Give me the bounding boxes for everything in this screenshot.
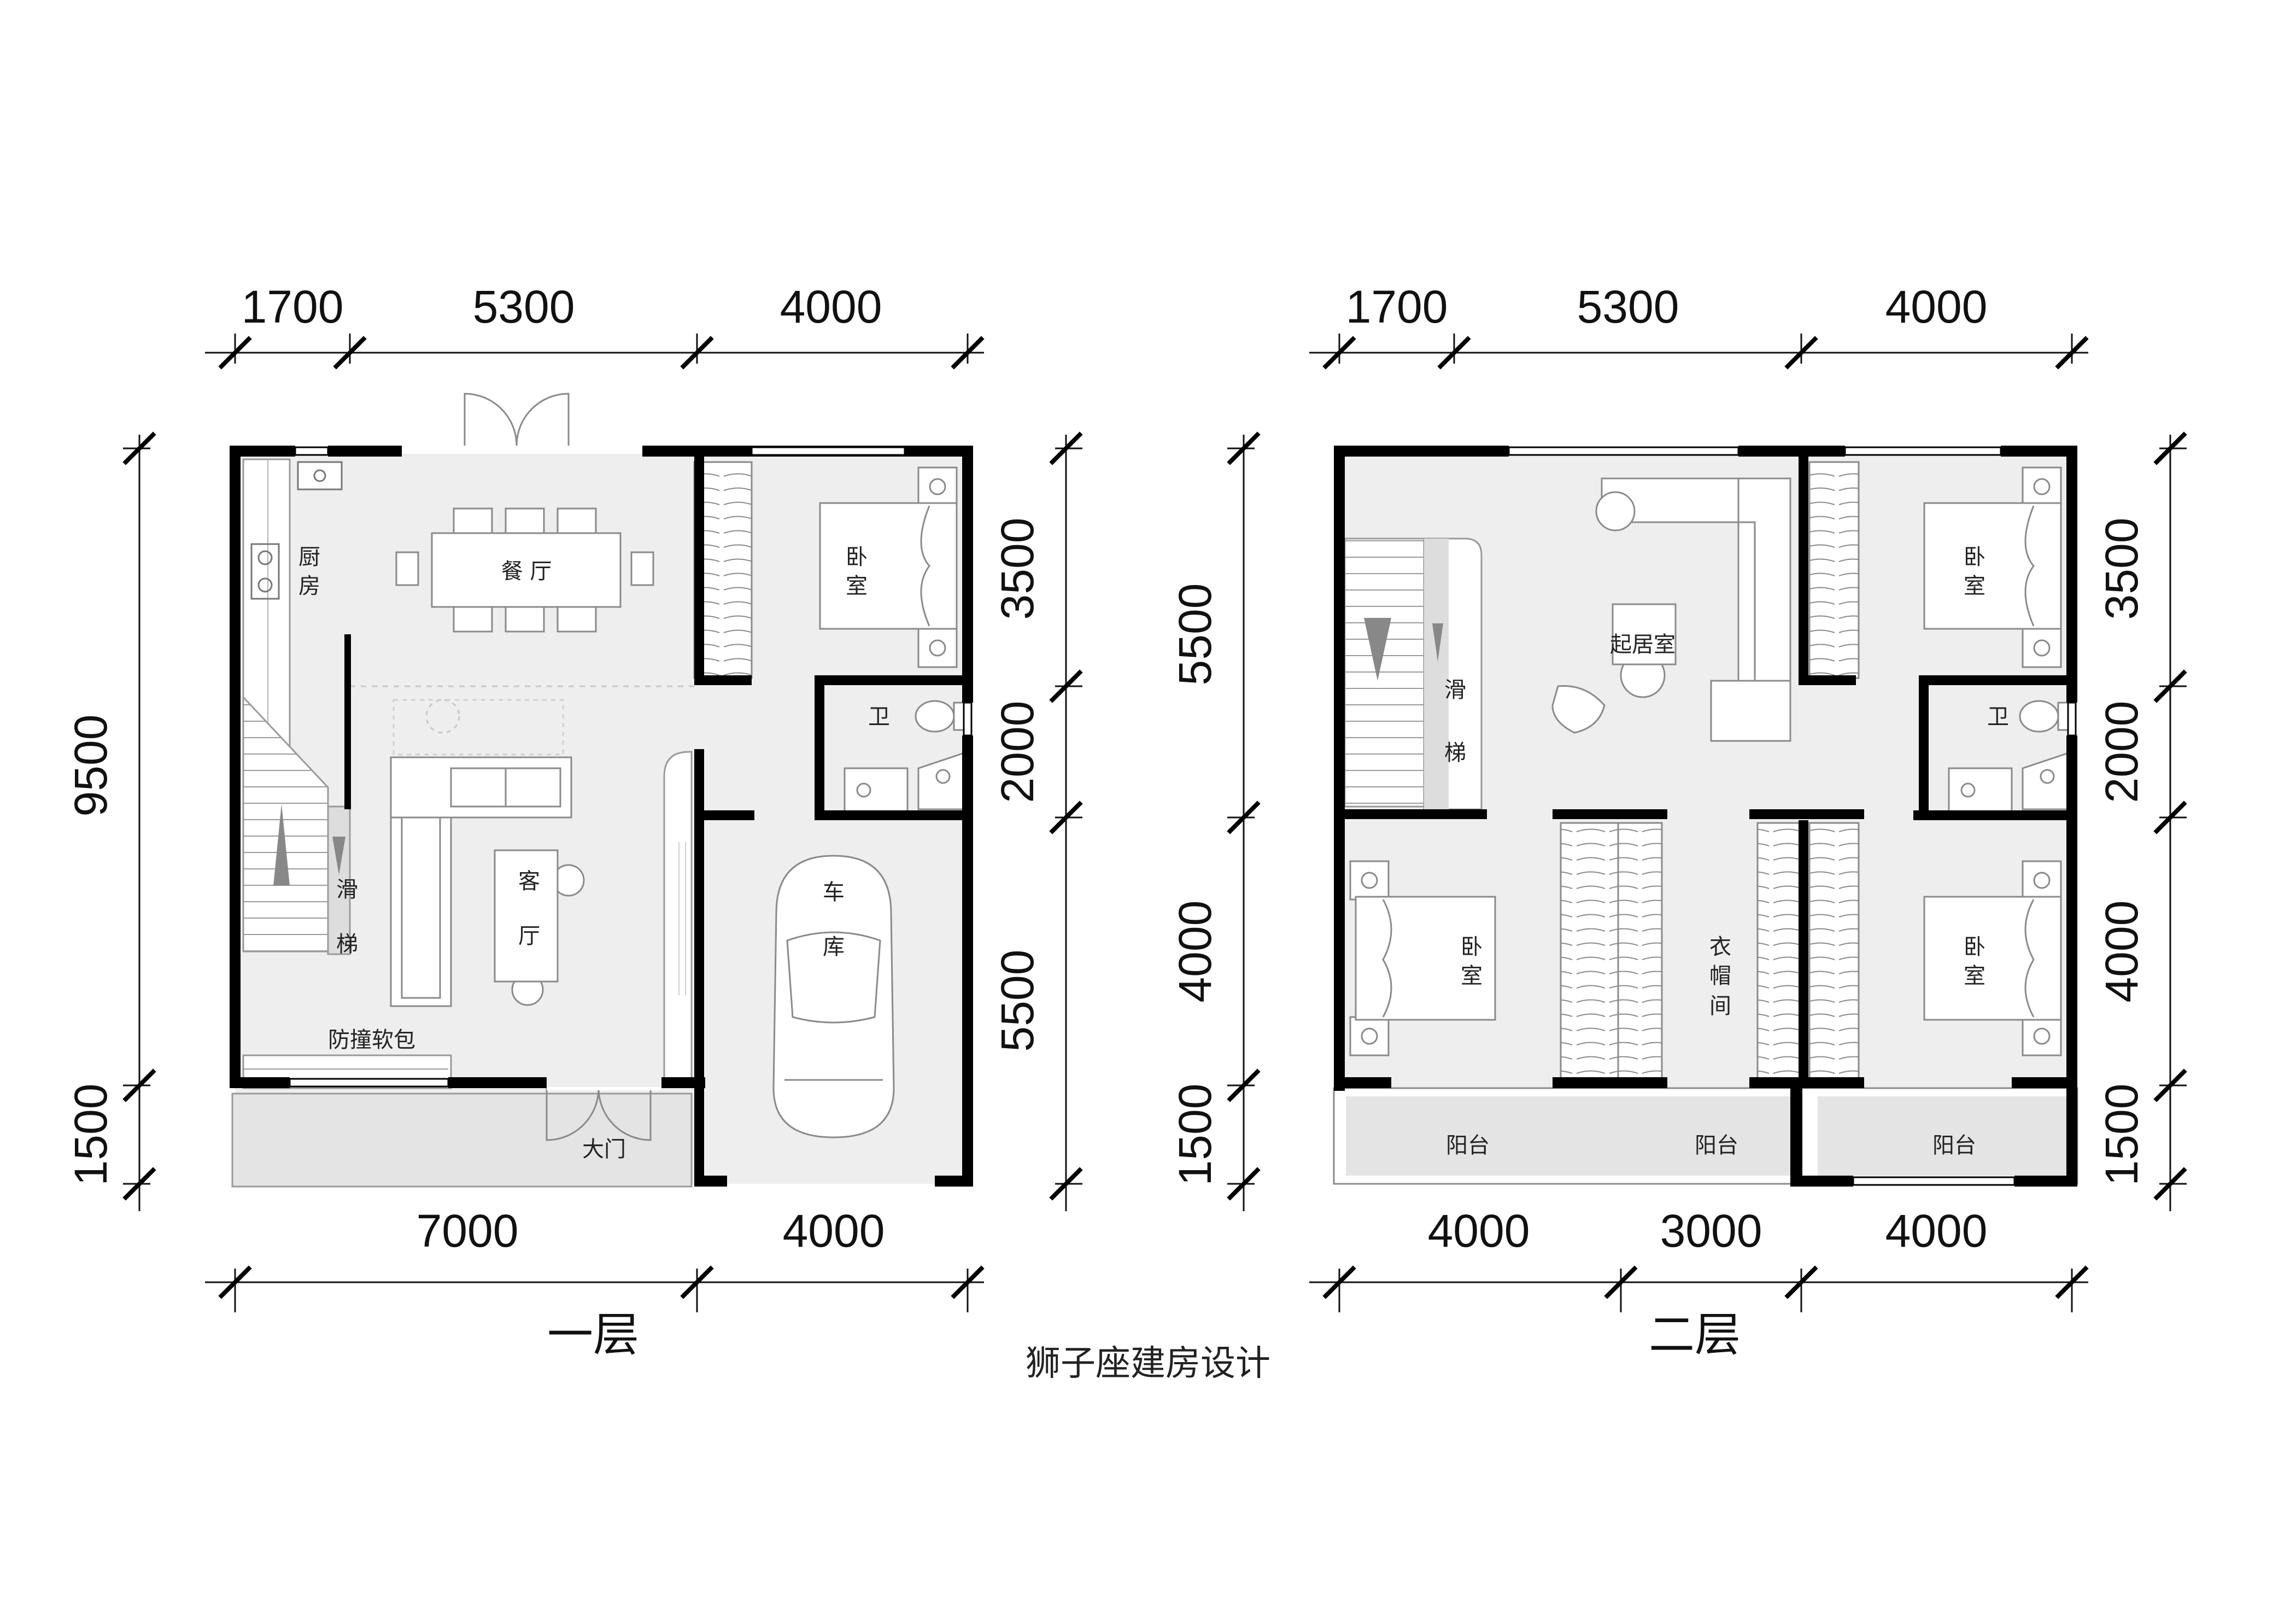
bedroom-label: 室	[846, 574, 868, 599]
floor2-dim-right: 2000	[2096, 701, 2147, 803]
gate-label: 大门	[582, 1137, 626, 1162]
family-room-label: 起居室	[1610, 632, 1676, 657]
balcony-label: 阳台	[1932, 1133, 1976, 1158]
floor1-dim-bottom: 4000	[783, 1205, 885, 1257]
floor1-top-door	[464, 393, 570, 446]
slide-label: 滑	[336, 877, 358, 902]
dining-label: 餐 厅	[501, 559, 552, 584]
floor2-bath-fixtures	[1948, 700, 2073, 813]
garage-label: 车	[823, 880, 845, 905]
floor1-dim-top: 5300	[473, 281, 575, 332]
stair-arrow-icon	[273, 804, 290, 886]
floor1-dimension-ticks	[122, 336, 1083, 1299]
stove-icon	[250, 543, 280, 600]
living-room-label: 客	[518, 869, 540, 894]
floor2-coffee-table	[1551, 603, 1677, 734]
bedroom-label: 卧	[1964, 934, 1985, 960]
floor2-dim-bottom: 4000	[1428, 1205, 1530, 1257]
floor1-dim-left: 1500	[65, 1084, 116, 1186]
bedroom-label: 室	[1461, 963, 1483, 989]
floor1-sofa	[390, 756, 572, 1007]
bedroom-label: 卧	[1461, 934, 1483, 960]
floor2-staircase	[1344, 538, 1425, 808]
drawing-caption: 狮子座建房设计	[1026, 1343, 1270, 1384]
floor2-dim-left: 1500	[1169, 1084, 1221, 1186]
floor2-dim-right: 3500	[2096, 518, 2147, 620]
padding-label: 防撞软包	[328, 1027, 415, 1053]
floor2-bed-se	[1923, 860, 2062, 1056]
floor2-dim-left: 4000	[1169, 901, 1221, 1003]
closet-label: 间	[1709, 994, 1731, 1019]
balcony-label: 阳台	[1446, 1133, 1490, 1158]
floor2-dim-bottom: 4000	[1885, 1205, 1988, 1257]
floor1-dim-top: 4000	[780, 281, 882, 332]
floor1-porch	[231, 1093, 693, 1188]
floor1-dim-right: 2000	[992, 701, 1043, 803]
bedroom-label: 室	[1964, 574, 1985, 599]
floor1-dim-bottom: 7000	[417, 1205, 519, 1257]
floor2-wardrobe-ne	[1808, 461, 1860, 679]
closet-wardrobe-left2	[1617, 822, 1663, 1084]
bedroom-label: 卧	[1964, 545, 1985, 570]
dining-table	[395, 507, 654, 633]
floor2-dim-top: 4000	[1885, 281, 1988, 332]
slide-label: 滑	[1444, 677, 1466, 703]
floor2-dim-top: 5300	[1577, 281, 1679, 332]
floor1-plan: 厨 房 餐 厅 卧 室 卫 滑 梯 客 厅 车 库 防撞软包 大门	[65, 281, 1083, 1362]
closet-wardrobe-left	[1560, 822, 1619, 1084]
closet-label: 帽	[1709, 963, 1731, 989]
front-gate-door[interactable]	[546, 1088, 652, 1141]
floor2-title: 二层	[1649, 1308, 1741, 1362]
bedroom-label: 卧	[846, 545, 868, 570]
garage-car	[772, 855, 895, 1138]
bathroom-label: 卫	[1987, 704, 2009, 729]
floor1-dim-top: 1700	[242, 281, 344, 332]
floor2-dim-bottom: 3000	[1660, 1205, 1762, 1257]
closet-label: 衣	[1709, 934, 1731, 960]
bedroom-label: 室	[1964, 963, 1985, 989]
closet-wardrobe-right2	[1808, 822, 1860, 1084]
floor2-dim-top: 1700	[1346, 281, 1448, 332]
floor2-dim-right: 4000	[2096, 901, 2147, 1003]
floor1-title: 一层	[547, 1308, 639, 1362]
floor2-dimension-ticks	[1227, 336, 2187, 1299]
bathroom-label: 卫	[868, 704, 890, 729]
slide-label: 梯	[1444, 740, 1466, 766]
floor1-bed	[819, 466, 958, 668]
floor2-bed-ne	[1923, 466, 2062, 668]
living-room-label: 厅	[518, 924, 540, 949]
floor1-dim-right: 3500	[992, 518, 1043, 620]
balcony-label: 阳台	[1695, 1133, 1738, 1158]
kitchen-sink-icon	[297, 461, 343, 490]
floor1-dim-left: 9500	[65, 715, 116, 817]
floor1-coffee-table	[494, 849, 585, 1006]
floor1-slide	[327, 805, 351, 955]
floor2-walls	[1334, 446, 2077, 1187]
floor1-dimension-lines	[123, 334, 1082, 1312]
floor2-dim-right: 1500	[2096, 1084, 2147, 1186]
floor1-dim-right: 5500	[992, 950, 1043, 1052]
slide-label: 梯	[336, 932, 358, 957]
floor2-bed-sw	[1349, 860, 1496, 1056]
kitchen-label: 房	[298, 574, 320, 599]
kitchen-label: 厨	[298, 545, 320, 570]
floor2-plan: 起居室 滑 梯 卧 室 卫 卧 室 衣 帽 间 卧 室 阳台 阳台 阳台	[1169, 281, 2187, 1362]
floor2-dim-left: 5500	[1169, 583, 1221, 686]
garage-label: 库	[823, 934, 845, 960]
floor2-dimension-lines	[1227, 334, 2187, 1312]
floor2-sofa	[1595, 477, 1791, 742]
